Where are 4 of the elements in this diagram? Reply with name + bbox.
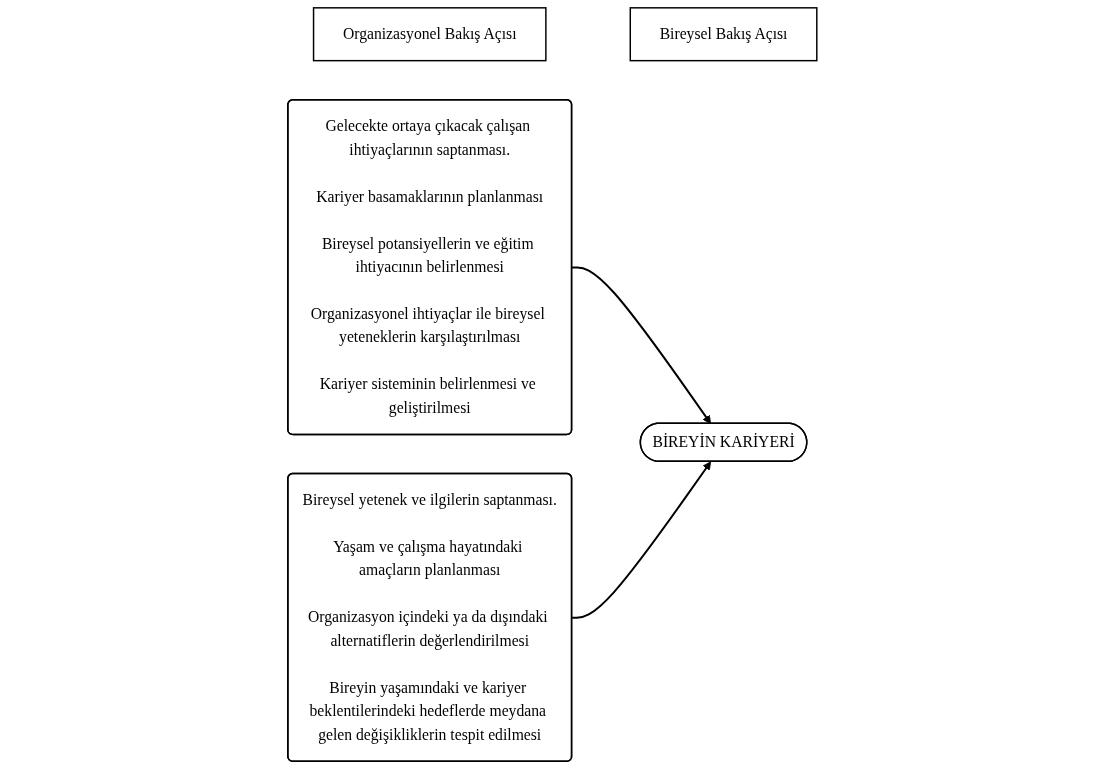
node-box: Bireysel Bakış Açısı <box>629 7 818 62</box>
arrow <box>571 461 712 619</box>
arrow <box>571 266 712 425</box>
node-box: Organizasyonel Bakış Açısı <box>313 7 547 62</box>
